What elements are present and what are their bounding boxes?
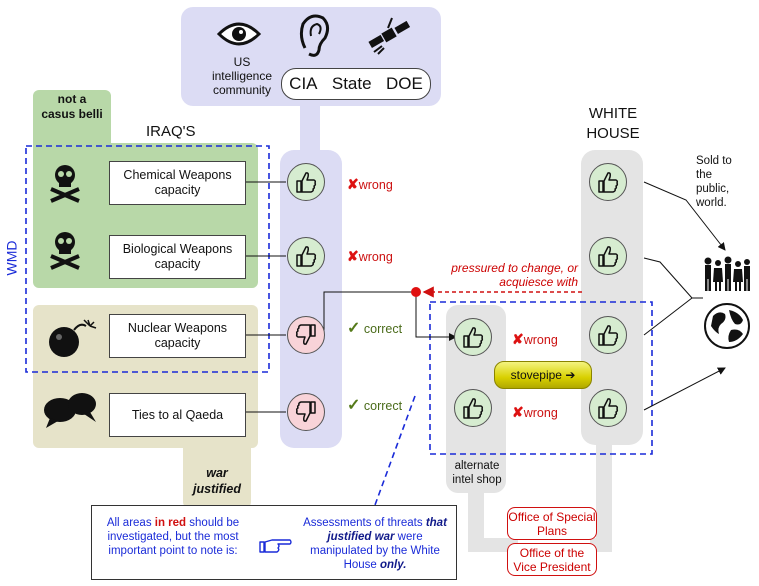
verdict-nuclear: ✓ correct [347,320,403,337]
assessment-chemical [287,163,325,201]
eye-icon [217,22,261,46]
check-icon: ✓ [347,320,361,337]
note-box: All areas in red should be investigated,… [91,505,457,580]
office-connector-right [596,440,612,552]
agency-state: State [331,74,372,93]
war-justified-label: war justified [193,466,241,496]
thumbs-down-icon [295,401,316,422]
office-special-plans: Office of Special Plans [507,507,597,540]
verdict-alqaeda: ✓ correct [347,397,403,414]
thumbs-up-icon [463,398,484,419]
white-house-assessment-1 [589,163,627,201]
globe-icon [704,303,750,349]
thumbs-down-icon [295,324,316,345]
thumbs-up-icon [598,172,619,193]
cross-icon: ✘ [512,404,524,420]
wmd-label: WMD [3,240,20,276]
bomb-icon [49,319,97,357]
white-house-title: WHITE HOUSE [586,105,640,142]
capacity-chemical: Chemical Weapons capacity [109,161,246,205]
not-casus-tab [33,90,111,150]
satellite-icon [368,17,411,55]
people-icon [704,256,750,291]
note-right-text: Assessments of threats that justified wa… [303,517,447,571]
verdict-chemical: ✘wrong [347,176,393,192]
iraq-dashed-box [25,145,270,373]
skull-icon [50,165,80,203]
cross-icon: ✘ [347,248,359,264]
verdict-alternate-1: ✘wrong [512,331,558,347]
note-left-text: All areas in red should be investigated,… [106,517,240,557]
capacity-alqaeda: Ties to al Qaeda [109,393,246,437]
office-connector-h [468,538,518,552]
agency-cia: CIA [289,74,318,93]
thumbs-up-icon [296,172,317,193]
alternate-assessment-1 [454,318,492,356]
thumbs-up-icon [598,398,619,419]
agency-doe: DOE [385,74,423,93]
white-house-assessment-3 [589,316,627,354]
stovepipe-pipe: stovepipe ➔ [494,361,592,389]
cross-icon: ✘ [347,176,359,192]
thumbs-up-icon [296,246,317,267]
us-intelligence-label: US intelligence community [211,55,273,97]
capacity-biological: Biological Weapons capacity [109,235,246,279]
verdict-alternate-2: ✘wrong [512,404,558,420]
pointing-hand-icon [259,539,292,553]
office-connector-left [468,488,484,550]
alternate-assessment-2 [454,389,492,427]
check-icon: ✓ [347,397,361,414]
thumbs-up-icon [598,246,619,267]
assessment-biological [287,237,325,275]
sold-label: Sold to the public, world. [696,155,732,209]
thumbs-up-icon [463,327,484,348]
alternate-dashed-box [429,301,653,455]
iraq-title: IRAQ'S [146,123,196,140]
white-house-assessment-2 [589,237,627,275]
alternate-intel-label: alternate intel shop [452,460,502,486]
white-house-assessment-4 [589,389,627,427]
assessment-nuclear [287,316,325,354]
ear-icon [299,14,330,57]
office-vice-president: Office of the Vice President [507,543,597,576]
not-casus-belli-label: not a casus belli [41,92,103,121]
capacity-nuclear: Nuclear Weapons capacity [109,314,246,358]
assessment-alqaeda [287,393,325,431]
war-justified-tab [183,440,251,508]
thumbs-up-icon [598,325,619,346]
skull-icon [50,232,80,270]
speech-bubbles-icon [44,393,96,428]
intel-column [300,100,320,160]
cross-icon: ✘ [512,331,524,347]
pressured-label: pressured to change, or acquiesce with [451,261,578,289]
agencies-box: CIA State DOE [281,68,431,100]
stovepipe-label: stovepipe ➔ [510,368,576,382]
verdict-biological: ✘wrong [347,248,393,264]
